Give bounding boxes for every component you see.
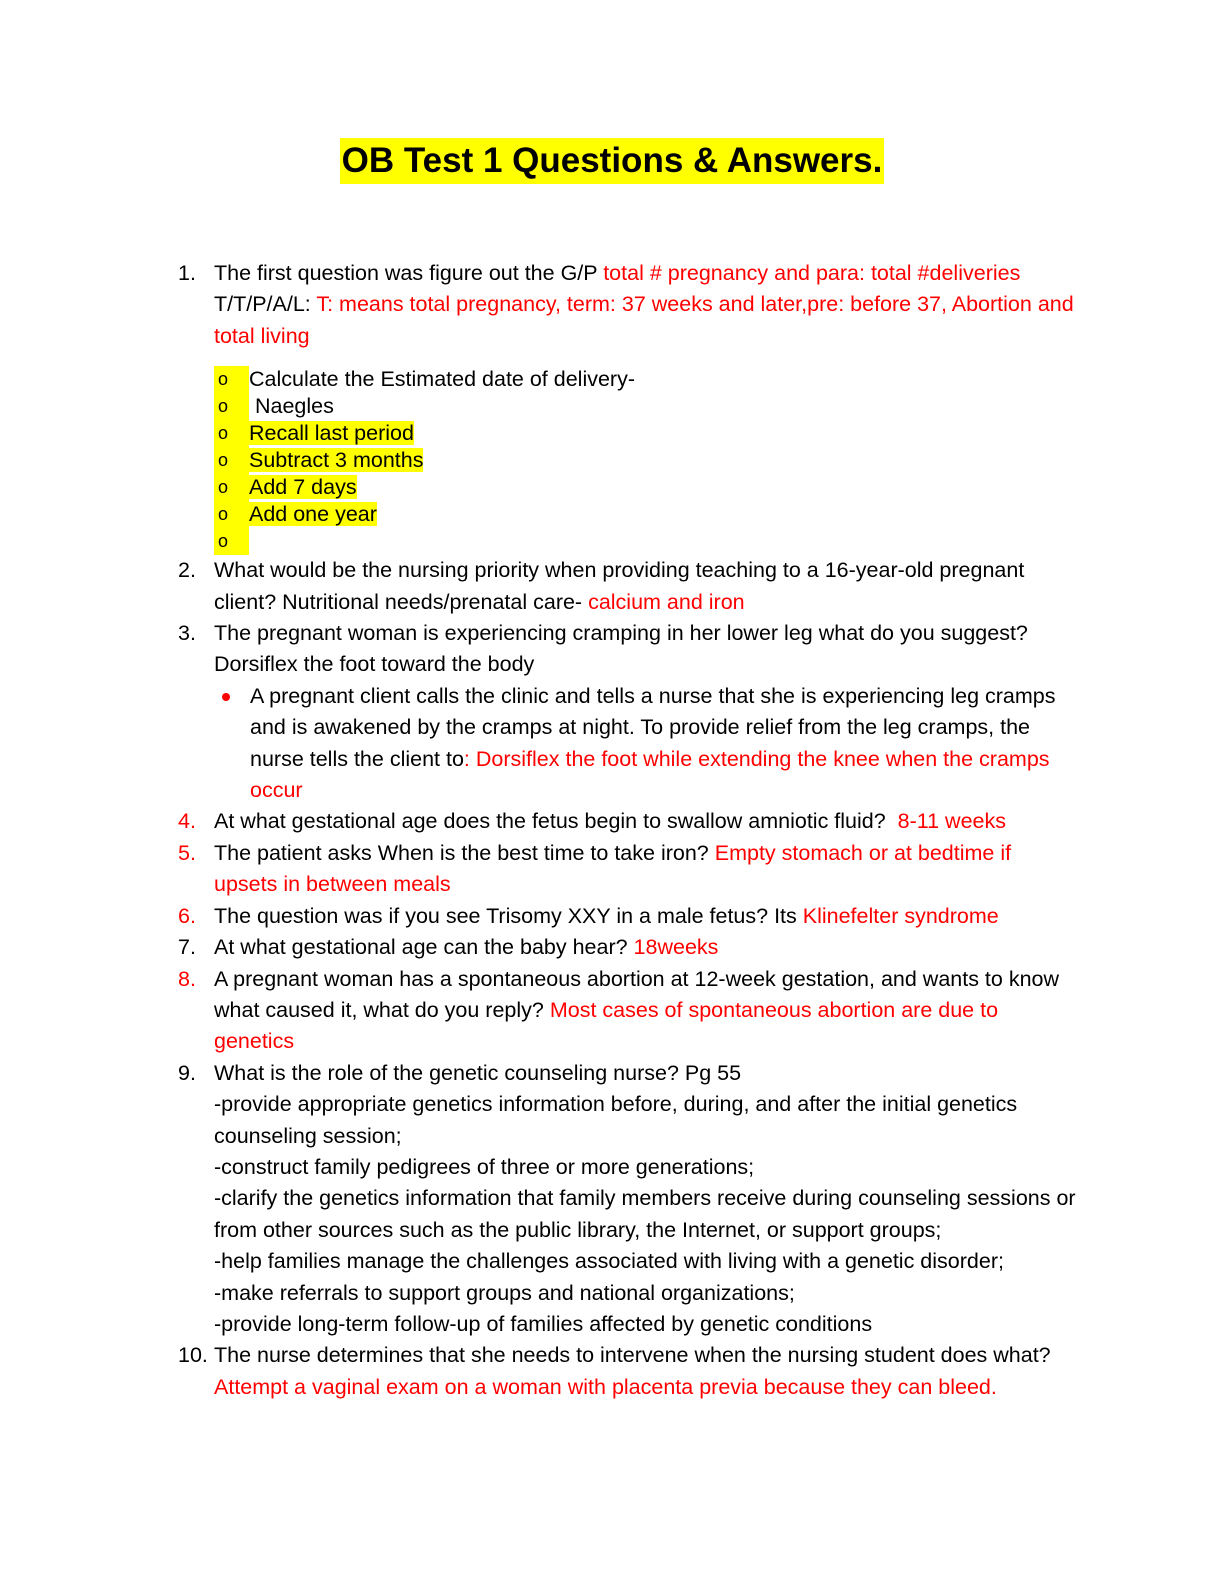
question-number: 5. [178, 840, 196, 865]
question-3-bullet: A pregnant client calls the clinic and t… [178, 681, 1078, 807]
question-text: At what gestational age can the baby hea… [214, 935, 634, 960]
page-title: OB Test 1 Questions & Answers. [339, 138, 885, 184]
role-line: -clarify the genetics information that f… [214, 1186, 1076, 1242]
question-text: At what gestational age does the fetus b… [214, 809, 898, 834]
role-line: -construct family pedigrees of three or … [214, 1154, 755, 1179]
question-10: 10. The nurse determines that she needs … [178, 1340, 1078, 1403]
circle-bullet-icon: o [214, 420, 249, 448]
answer-text: : Dorsiflex the foot while extending the… [250, 746, 1050, 803]
question-number: 2. [178, 558, 196, 583]
question-9: 9. What is the role of the genetic couns… [178, 1058, 1078, 1341]
question-text: What would be the nursing priority when … [214, 558, 1025, 614]
red-bullet-icon [222, 692, 230, 701]
list-item-text: Add 7 days [249, 475, 357, 500]
list-item: o Naegles [214, 393, 1078, 421]
question-text: A pregnant woman has a spontaneous abort… [214, 966, 1060, 1022]
list-item-text: Recall last period [249, 421, 414, 446]
answer-text: calcium and iron [588, 589, 745, 614]
question-number: 4. [178, 809, 196, 834]
list-item-text: Subtract 3 months [249, 448, 424, 473]
list-item: o [214, 528, 1078, 556]
circle-bullet-icon: o [214, 528, 249, 556]
question-text: The first question was figure out the G/… [214, 261, 604, 285]
question-list: 1. The first question was figure out the… [178, 258, 1078, 1403]
circle-bullet-icon: o [214, 447, 249, 475]
answer-text: 18weeks [633, 935, 719, 960]
question-3: 3. The pregnant woman is experiencing cr… [178, 618, 1078, 681]
question-text: The pregnant woman is experiencing cramp… [214, 621, 1028, 677]
question-number: 8. [178, 966, 196, 991]
list-item-text: Calculate the Estimated date of delivery… [249, 367, 636, 392]
question-number: 9. [178, 1060, 196, 1085]
role-line: -provide long-term follow-up of families… [214, 1311, 873, 1336]
circle-bullet-icon: o [214, 474, 249, 502]
question-number: 3. [178, 621, 196, 646]
list-item-text: Naegles [249, 394, 334, 419]
bullet-text: A pregnant client calls the clinic and t… [250, 683, 1056, 771]
answer-text: Empty stomach or at bedtime if upsets in… [214, 840, 1012, 897]
answer-text: Klinefelter syndrome [802, 903, 999, 928]
answer-text: T: means total pregnancy, term: 37 weeks… [214, 292, 1074, 348]
question-text: What is the role of the genetic counseli… [214, 1060, 742, 1085]
question-2: 2. What would be the nursing priority wh… [178, 555, 1078, 618]
question-text: The nurse determines that she needs to i… [214, 1343, 1051, 1368]
role-line: -provide appropriate genetics informatio… [214, 1092, 1018, 1148]
answer-text: total # pregnancy and para: total #deliv… [603, 261, 1021, 285]
question-number: 1. [178, 261, 196, 285]
question-text: T/T/P/A/L: [214, 292, 317, 317]
question-5: 5. The patient asks When is the best tim… [178, 838, 1078, 901]
role-line: -help families manage the challenges ass… [214, 1249, 1004, 1274]
question-number: 6. [178, 903, 196, 928]
question-7: 7. At what gestational age can the baby … [178, 932, 1078, 963]
answer-text: 8-11 weeks [897, 809, 1006, 834]
answer-text: Most cases of spontaneous abortion are d… [214, 997, 999, 1054]
question-number: 7. [178, 935, 196, 960]
question-8: 8. A pregnant woman has a spontaneous ab… [178, 964, 1078, 1058]
circle-bullet-icon: o [214, 366, 249, 394]
circle-bullet-icon: o [214, 501, 249, 529]
question-1: 1. The first question was figure out the… [178, 258, 1078, 352]
question-number: 10. [178, 1343, 208, 1368]
question-6: 6. The question was if you see Trisomy X… [178, 901, 1078, 932]
question-4: 4. At what gestational age does the fetu… [178, 806, 1078, 837]
question-text: The question was if you see Trisomy XXY … [214, 903, 803, 928]
question-text: The patient asks When is the best time t… [214, 840, 715, 865]
title-wrap: OB Test 1 Questions & Answers. [0, 138, 1224, 184]
answer-text: Attempt a vaginal exam on a woman with p… [214, 1374, 997, 1399]
list-item-text: Add one year [249, 502, 377, 527]
role-line: -make referrals to support groups and na… [214, 1280, 795, 1305]
circle-bullet-icon: o [214, 393, 249, 421]
